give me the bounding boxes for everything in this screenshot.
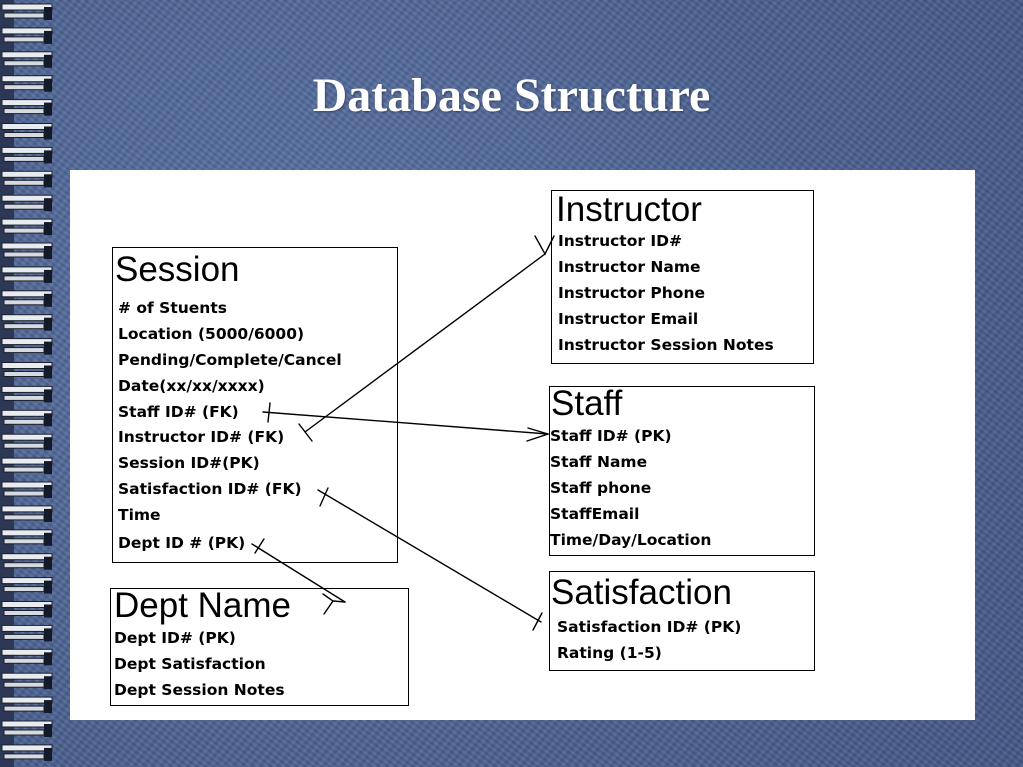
entity-session-attributes: # of Stuents Location (5000/6000) Pendin… bbox=[118, 296, 342, 557]
binding-ring bbox=[1, 672, 53, 690]
binding-ring bbox=[1, 314, 53, 331]
binding-ring bbox=[1, 696, 53, 714]
attribute-item: Date(xx/xx/xxxx) bbox=[118, 376, 265, 395]
binding-ring bbox=[1, 744, 53, 761]
attribute-item: Instructor Email bbox=[558, 309, 699, 328]
binding-ring bbox=[1, 481, 53, 498]
attribute-item: Dept Satisfaction bbox=[114, 654, 266, 673]
attribute-item: # of Stuents bbox=[118, 299, 227, 317]
attribute-item: Dept Session Notes bbox=[114, 680, 285, 699]
binding-ring bbox=[1, 242, 53, 259]
binding-ring bbox=[1, 99, 53, 116]
crows-foot-marker bbox=[526, 427, 551, 442]
entity-session-title: Session bbox=[115, 250, 240, 289]
one-marker bbox=[298, 423, 313, 442]
rel-session-staff bbox=[262, 402, 551, 442]
crows-foot-marker bbox=[534, 235, 555, 256]
relationship-line bbox=[251, 543, 346, 603]
attribute-item: Satisfaction ID# (FK) bbox=[118, 480, 302, 499]
crows-foot-marker bbox=[322, 593, 334, 615]
rel-session-dept bbox=[251, 538, 346, 615]
binding-ring bbox=[1, 457, 53, 475]
entity-satisfaction-attributes: Satisfaction ID# (PK) Rating (1-5) bbox=[557, 615, 741, 667]
binding-ring bbox=[1, 170, 53, 188]
attribute-item: Instructor ID# (FK) bbox=[118, 428, 285, 447]
binding-ring bbox=[1, 123, 53, 140]
attribute-item: Instructor Session Notes bbox=[558, 335, 774, 354]
rel-session-instructor bbox=[298, 235, 555, 442]
relationship-line bbox=[262, 411, 549, 435]
entity-staff-attributes: Staff ID# (PK) Staff Name Staff phone St… bbox=[550, 424, 711, 553]
attribute-item: Staff phone bbox=[550, 478, 652, 497]
attribute-item: Dept ID# (PK) bbox=[114, 629, 236, 647]
attribute-item: Instructor ID# bbox=[558, 232, 683, 250]
attribute-item: Staff ID# (FK) bbox=[118, 402, 239, 421]
rel-session-satisfaction bbox=[317, 487, 543, 631]
binding-ring bbox=[1, 577, 53, 594]
attribute-item: Instructor Phone bbox=[558, 283, 705, 302]
binding-ring bbox=[1, 624, 53, 642]
entity-instructor bbox=[551, 190, 814, 364]
attribute-item: Staff Name bbox=[550, 452, 648, 471]
binding-ring bbox=[1, 27, 53, 44]
entity-instructor-title: Instructor bbox=[556, 190, 702, 229]
one-marker bbox=[254, 538, 265, 554]
relationship-lines bbox=[251, 235, 555, 631]
slide-title: Database Structure bbox=[312, 69, 711, 122]
entity-satisfaction bbox=[549, 571, 815, 671]
binding-ring bbox=[1, 146, 53, 164]
entity-dept-title: Dept Name bbox=[114, 586, 292, 625]
attribute-item: Session ID#(PK) bbox=[118, 454, 260, 473]
binding-ring bbox=[1, 433, 53, 451]
relationship-line bbox=[317, 489, 542, 623]
entity-session bbox=[112, 247, 398, 563]
binding-ring bbox=[1, 290, 53, 307]
binding-ring bbox=[1, 51, 53, 68]
binding-ring bbox=[1, 601, 53, 618]
entity-staff-title: Staff bbox=[551, 384, 623, 423]
attribute-item: Satisfaction ID# (PK) bbox=[557, 618, 742, 636]
entity-satisfaction-title: Satisfaction bbox=[551, 573, 732, 612]
attribute-item: Time bbox=[118, 506, 161, 525]
binding-ring bbox=[1, 409, 53, 427]
attribute-item: StaffEmail bbox=[550, 504, 640, 523]
binding-ring bbox=[1, 194, 53, 212]
binding-ring bbox=[1, 338, 53, 355]
diagram-panel: Instructor Instructor ID# Instructor Nam… bbox=[70, 170, 975, 720]
one-marker bbox=[532, 612, 543, 631]
binding-ring bbox=[1, 218, 53, 236]
attribute-item: Location (5000/6000) bbox=[118, 324, 305, 343]
attribute-item: Time/Day/Location bbox=[550, 530, 712, 549]
binding-ring bbox=[1, 266, 53, 283]
entity-staff bbox=[549, 386, 815, 556]
entity-dept bbox=[110, 588, 409, 706]
relationship-line bbox=[304, 253, 546, 433]
binding-ring bbox=[1, 385, 53, 403]
binding-ring bbox=[1, 648, 53, 666]
attribute-item: Dept ID # (PK) bbox=[118, 534, 246, 553]
binding-ring bbox=[1, 3, 53, 20]
attribute-item: Staff ID# (PK) bbox=[550, 427, 672, 445]
binding-strip bbox=[0, 0, 14, 767]
entity-instructor-attributes: Instructor ID# Instructor Name Instructo… bbox=[558, 229, 774, 358]
attribute-item: Rating (1-5) bbox=[557, 643, 662, 662]
binding-ring bbox=[1, 529, 53, 546]
binding-ring bbox=[1, 553, 53, 570]
binding-ring bbox=[1, 362, 53, 379]
binding-ring bbox=[1, 505, 53, 522]
attribute-item: Instructor Name bbox=[558, 257, 701, 276]
relationship-line bbox=[332, 600, 346, 603]
attribute-item: Pending/Complete/Cancel bbox=[118, 350, 342, 369]
one-marker bbox=[319, 487, 329, 507]
entity-dept-attributes: Dept ID# (PK) Dept Satisfaction Dept Ses… bbox=[114, 626, 285, 704]
binding-ring bbox=[1, 75, 53, 92]
spiral-binding bbox=[0, 0, 53, 767]
binding-ring bbox=[1, 720, 53, 737]
one-marker bbox=[267, 402, 271, 423]
